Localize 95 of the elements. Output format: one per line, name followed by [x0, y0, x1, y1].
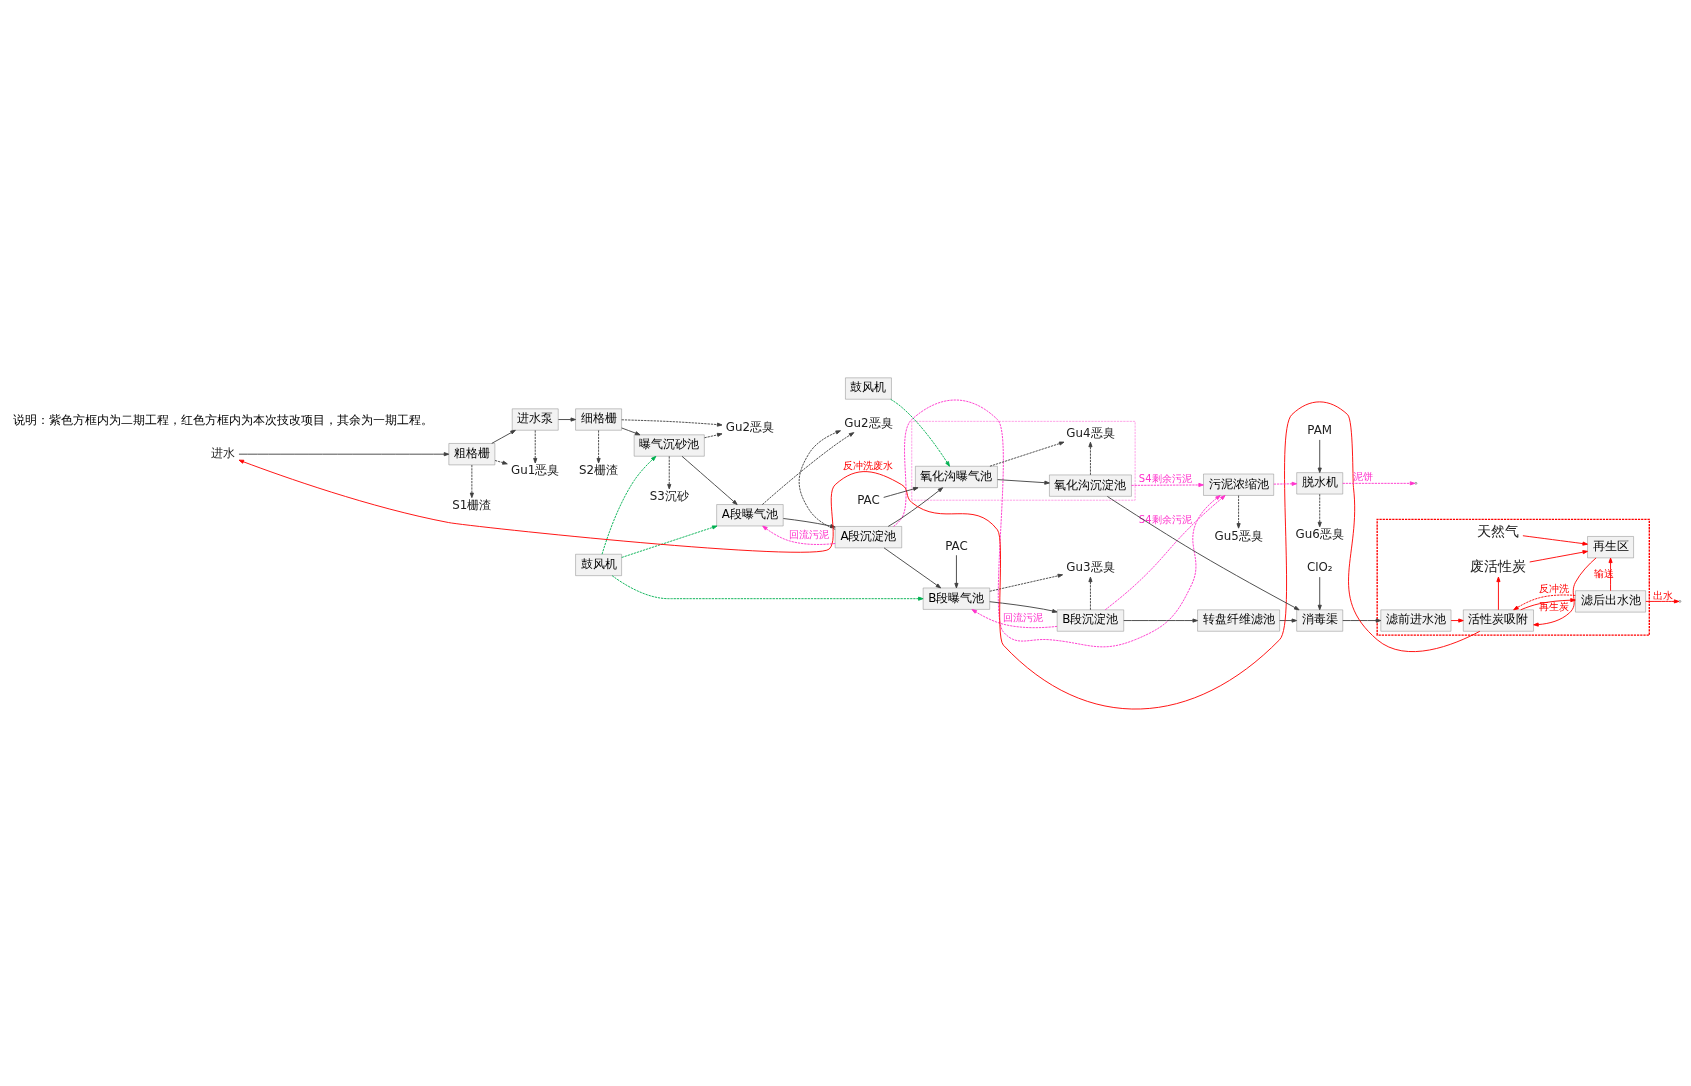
arrow: [238, 451, 450, 456]
edge-label: 反冲洗: [1539, 582, 1570, 594]
arrow: [1273, 481, 1298, 486]
node-text: S2栅渣: [579, 462, 619, 477]
node-box: 滤前进水池: [1380, 609, 1452, 631]
arrow: [621, 524, 718, 558]
arrow: [1533, 556, 1597, 627]
node-text: Gu2恶臭: [725, 419, 775, 434]
arrow: [1088, 441, 1093, 475]
arrow: [1123, 618, 1198, 623]
node-box: 氧化沟曝气池: [915, 465, 998, 488]
arrow: [621, 427, 641, 435]
arrow: [494, 459, 508, 465]
arrow: [997, 478, 1050, 485]
arrow: [1106, 495, 1300, 610]
node-box: 粗格栅: [448, 442, 496, 465]
arrow: [533, 429, 538, 463]
arrow: [238, 400, 1481, 709]
arrow: [557, 417, 576, 422]
edge-label: S4剩余污泥: [1138, 472, 1192, 484]
arrow: [1317, 493, 1322, 527]
node-text: S1栅渣: [452, 497, 492, 512]
arrow: [989, 441, 1065, 467]
node-text: Gu6恶臭: [1295, 526, 1344, 541]
arrow: [1496, 576, 1501, 610]
arrow: [611, 574, 924, 601]
node-text: 进水: [211, 445, 236, 460]
edge-label: 出水: [1652, 589, 1673, 600]
arrow: [704, 432, 723, 438]
node-box: B段曝气池: [922, 587, 990, 610]
arrow: [954, 554, 959, 588]
node-box: 鼓风机: [845, 377, 892, 399]
node-box: 活性炭吸附: [1463, 609, 1534, 631]
arrow: [1450, 618, 1464, 623]
label: 说明：紫色方框内为二期工程，红色方框内为本次技改项目，其余为一期工程。: [13, 412, 434, 427]
node-box: 细格栅: [575, 408, 622, 430]
node-text: 废活性炭: [1470, 557, 1527, 574]
arrow: [1529, 549, 1588, 562]
arrow: [1088, 576, 1093, 610]
arrow: [1342, 618, 1382, 623]
arrow: [1522, 534, 1588, 546]
arrow: [890, 398, 950, 467]
arrow: [596, 429, 601, 463]
arrow: [621, 418, 723, 427]
node-box: 再生区: [1587, 535, 1634, 558]
arrow: [667, 455, 672, 489]
arrow: [883, 486, 919, 498]
edge-label: 泥饼: [1353, 470, 1374, 482]
node-text: Gu5恶臭: [1214, 528, 1263, 543]
arrow: [989, 600, 1058, 613]
node-text: PAM: [1307, 422, 1333, 437]
edge-label: 回流污泥: [789, 528, 830, 540]
node-text: Gu2恶臭: [844, 415, 893, 430]
node-box: 氧化沟沉淀池: [1049, 474, 1132, 497]
node-text: Gu4恶臭: [1066, 425, 1115, 440]
node-box: 鼓风机: [575, 553, 622, 576]
arrow: [761, 431, 855, 505]
node-box: 消毒渠: [1296, 609, 1343, 631]
arrow: [601, 455, 657, 555]
arrow: [893, 399, 1221, 647]
arrow: [1317, 438, 1322, 473]
arrow: [1236, 494, 1241, 529]
arrow: [1131, 482, 1204, 487]
arrow: [971, 608, 1058, 628]
arrow: [1520, 597, 1576, 610]
node-box: 曝气沉砂池: [633, 434, 705, 456]
node-box: 滤后出水池: [1575, 589, 1646, 612]
arrow: [1317, 576, 1322, 610]
arrow: [491, 429, 516, 444]
arrow: [1342, 480, 1416, 485]
node-text: 天然气: [1477, 522, 1520, 539]
arrow: [887, 486, 944, 527]
edge-label: 反冲洗废水: [843, 459, 894, 471]
node-text: Gu3恶臭: [1066, 559, 1115, 574]
node-box: A段沉淀池: [834, 525, 902, 548]
node-box: 进水泵: [511, 408, 559, 430]
node-box: A段曝气池: [716, 503, 784, 526]
arrow: [1513, 594, 1576, 610]
node-text: PAC: [857, 492, 880, 507]
node-text: Gu1恶臭: [511, 462, 560, 477]
arrow: [883, 546, 942, 588]
arrow: [1645, 598, 1680, 603]
node-box: 脱水机: [1296, 471, 1343, 494]
arrow: [1104, 494, 1226, 610]
node-text: ClO₂: [1306, 559, 1333, 574]
node-box: B段沉淀池: [1056, 609, 1124, 631]
edge-label: 回流污泥: [1003, 611, 1044, 623]
arrow: [681, 455, 738, 505]
arrow: [469, 464, 474, 498]
edge-label: 再生炭: [1539, 600, 1570, 612]
node-box: 污泥浓缩池: [1203, 473, 1274, 496]
arrow: [989, 573, 1064, 592]
node-text: PAC: [945, 538, 968, 553]
node-box: 转盘纤维滤池: [1197, 609, 1280, 631]
node-text: S3沉砂: [649, 488, 689, 503]
